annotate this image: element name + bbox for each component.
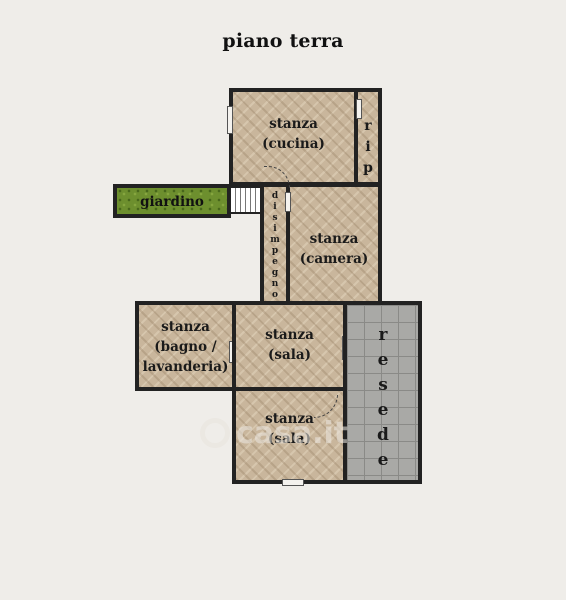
resede-label: r e s e d e <box>371 323 395 473</box>
giardino-label: giardino <box>140 194 204 210</box>
disimpegno-letter: m <box>270 235 280 245</box>
room-sala-lower-line2: (sala) <box>268 431 311 447</box>
door-main-entrance <box>282 479 304 486</box>
room-cucina-label: stanza (cucina) <box>233 114 354 154</box>
room-sala-upper: stanza (sala) <box>232 301 347 391</box>
room-bagno: stanza (bagno / lavanderia) <box>135 301 236 391</box>
disimpegno-letter: i <box>273 224 277 234</box>
watermark: casa.it <box>200 413 370 453</box>
plan-title: piano terra <box>222 30 344 52</box>
resede-letter: e <box>377 350 389 370</box>
room-camera: stanza (camera) <box>286 183 382 305</box>
room-disimpegno: d i s i m p e g n o <box>260 183 290 305</box>
door-camera <box>285 192 291 212</box>
room-bagno-label: stanza (bagno / lavanderia) <box>139 317 232 377</box>
rip-label: r i p <box>358 116 378 179</box>
room-camera-line2: (camera) <box>299 251 369 267</box>
area-resede: r e s e d e <box>343 301 422 484</box>
entrance-steps <box>229 186 263 214</box>
disimpegno-letter: s <box>272 213 278 223</box>
disimpegno-letter: p <box>271 246 279 256</box>
room-ripostiglio: r i p <box>354 88 382 186</box>
disimpegno-letter: g <box>271 268 279 278</box>
area-giardino: giardino <box>113 184 231 218</box>
disimpegno-letter: e <box>272 257 278 267</box>
rip-letter: p <box>363 160 373 176</box>
resede-letter: d <box>377 425 389 445</box>
room-cucina-line1: stanza <box>269 116 318 132</box>
resede-letter: e <box>377 450 389 470</box>
disimpegno-letter: d <box>271 191 279 201</box>
room-sala-lower-label: stanza (sala) <box>236 409 343 449</box>
disimpegno-letter: o <box>271 290 278 300</box>
room-sala-lower-line1: stanza <box>265 411 314 427</box>
resede-letter: r <box>378 325 388 345</box>
room-sala-upper-label: stanza (sala) <box>236 325 343 365</box>
resede-letter: e <box>377 400 389 420</box>
rip-letter: i <box>365 139 371 155</box>
room-bagno-line2: (bagno / <box>154 339 217 355</box>
resede-letter: s <box>378 375 388 395</box>
disimpegno-label: d i s i m p e g n o <box>264 191 286 301</box>
room-sala-upper-line1: stanza <box>265 327 314 343</box>
room-cucina: stanza (cucina) <box>229 88 358 186</box>
room-bagno-line3: lavanderia) <box>142 359 229 375</box>
door-rip <box>356 99 362 119</box>
disimpegno-letter: n <box>271 279 279 289</box>
room-sala-upper-line2: (sala) <box>268 347 311 363</box>
watermark-text: casa.it <box>236 415 349 451</box>
watermark-logo-icon <box>200 418 230 448</box>
room-camera-line1: stanza <box>309 231 359 247</box>
room-cucina-line2: (cucina) <box>262 136 325 152</box>
disimpegno-letter: i <box>273 202 277 212</box>
room-camera-label: stanza (camera) <box>290 229 378 269</box>
door-cucina-left <box>227 106 233 134</box>
rip-letter: r <box>364 118 372 134</box>
room-bagno-line1: stanza <box>161 319 210 335</box>
